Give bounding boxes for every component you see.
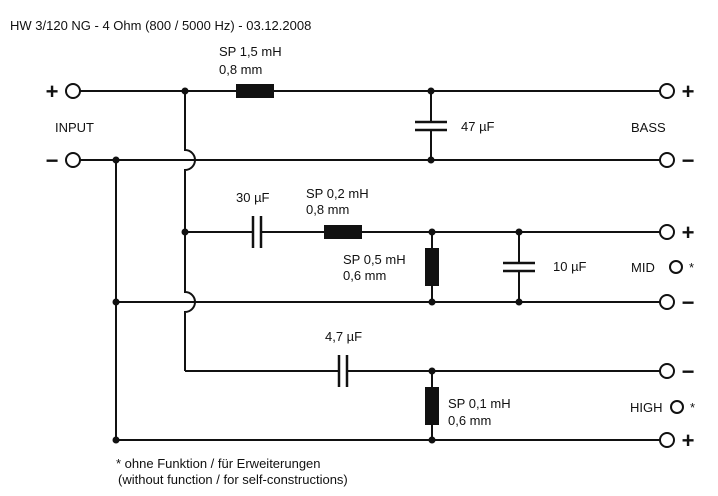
high-extra-terminal xyxy=(670,400,684,414)
footnote-line-2: (without function / for self-constructio… xyxy=(118,472,348,487)
schematic-title: HW 3/120 NG - 4 Ohm (800 / 5000 Hz) - 03… xyxy=(10,18,311,33)
bass-label: BASS xyxy=(631,120,666,135)
c1-value: 47 µF xyxy=(461,119,495,134)
footnote-line-1: * ohne Funktion / für Erweiterungen xyxy=(116,456,321,471)
high-minus-sign: − xyxy=(682,359,695,384)
mid-plus-terminal xyxy=(659,224,675,240)
l1-wire: 0,8 mm xyxy=(219,62,262,77)
inductor-l2 xyxy=(324,225,362,239)
l4-inductance: SP 0,1 mH xyxy=(448,396,511,411)
l3-inductance: SP 0,5 mH xyxy=(343,252,406,267)
bass-minus-terminal xyxy=(659,152,675,168)
l4-wire: 0,6 mm xyxy=(448,413,491,428)
capacitor-c2 xyxy=(251,216,263,248)
bass-minus-sign: − xyxy=(682,148,695,173)
input-plus-terminal xyxy=(65,83,81,99)
mid-star: * xyxy=(689,260,694,275)
c2-value: 30 µF xyxy=(236,190,270,205)
mid-extra-terminal xyxy=(669,260,683,274)
high-star: * xyxy=(690,400,695,415)
l2-wire: 0,8 mm xyxy=(306,202,349,217)
capacitor-c4 xyxy=(337,355,349,387)
capacitor-c1 xyxy=(415,120,447,132)
input-minus-sign: − xyxy=(46,148,59,173)
l2-inductance: SP 0,2 mH xyxy=(306,186,369,201)
l3-wire: 0,6 mm xyxy=(343,268,386,283)
high-minus-terminal xyxy=(659,363,675,379)
mid-minus-terminal xyxy=(659,294,675,310)
mid-minus-sign: − xyxy=(682,290,695,315)
mid-plus-sign: + xyxy=(682,220,695,245)
c4-value: 4,7 µF xyxy=(325,329,362,344)
inductor-l4 xyxy=(425,387,439,425)
inductor-l3 xyxy=(425,248,439,286)
bass-plus-sign: + xyxy=(682,79,695,104)
input-label: INPUT xyxy=(55,120,94,135)
inductor-l1 xyxy=(236,84,274,98)
mid-label: MID xyxy=(631,260,655,275)
high-label: HIGH xyxy=(630,400,663,415)
bass-plus-terminal xyxy=(659,83,675,99)
junction-dots xyxy=(112,87,523,444)
input-plus-sign: + xyxy=(46,79,59,104)
capacitor-c3 xyxy=(503,261,535,273)
input-minus-terminal xyxy=(65,152,81,168)
high-plus-sign: + xyxy=(682,428,695,453)
c3-value: 10 µF xyxy=(553,259,587,274)
high-plus-terminal xyxy=(659,432,675,448)
l1-inductance: SP 1,5 mH xyxy=(219,44,282,59)
